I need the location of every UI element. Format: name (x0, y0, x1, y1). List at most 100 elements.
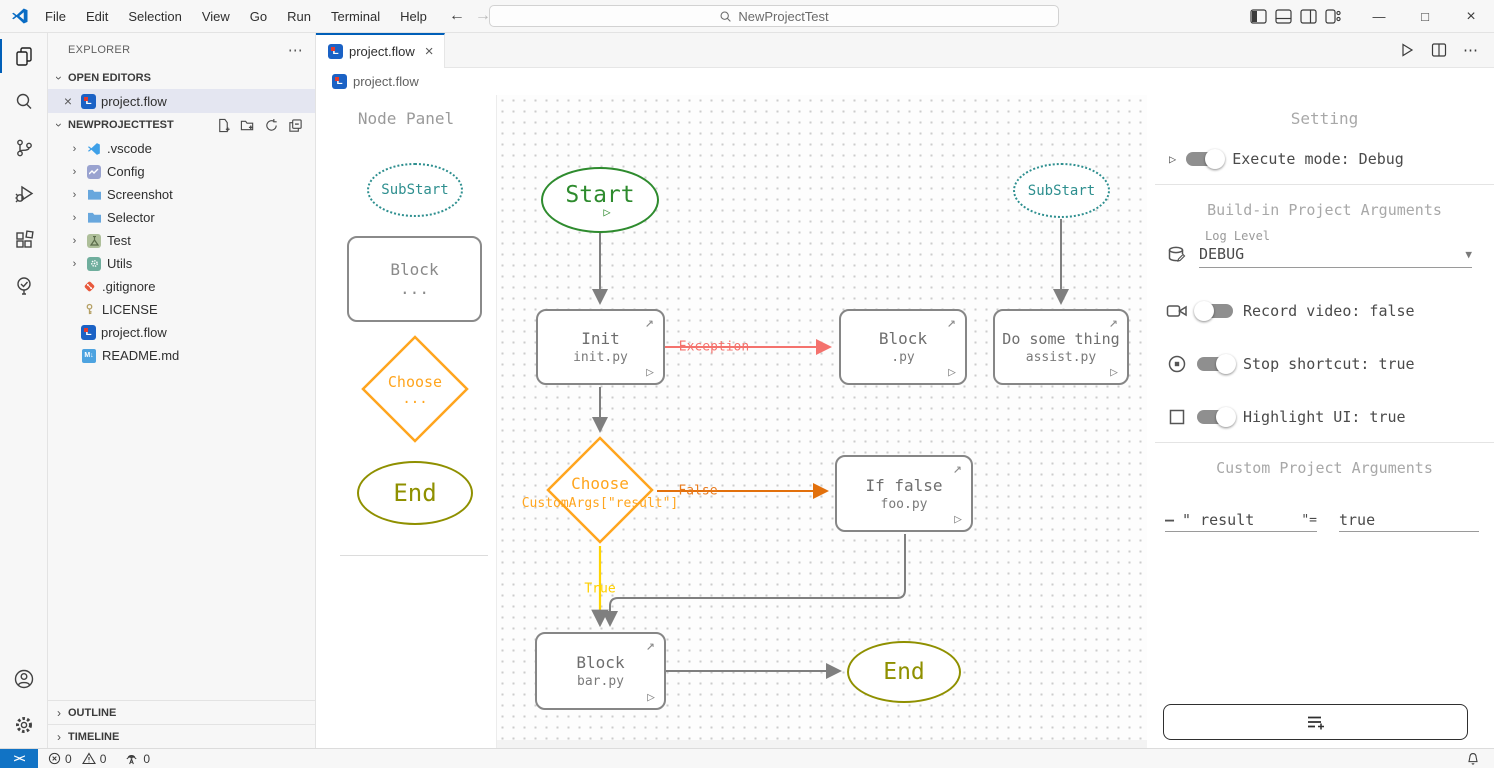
run-node-icon[interactable]: ▷ (646, 365, 654, 380)
command-search-input[interactable]: NewProjectTest (489, 5, 1059, 27)
arg-name-field[interactable]: — " result "= (1165, 511, 1317, 532)
tree-item-license[interactable]: LICENSE (48, 298, 315, 321)
palette-substart-node[interactable]: SubStart (367, 163, 463, 217)
back-icon[interactable]: ← (448, 7, 465, 24)
block-py-node[interactable]: ↗ Block .py ▷ (839, 309, 967, 385)
search-icon[interactable] (0, 79, 48, 125)
run-debug-icon[interactable] (0, 171, 48, 217)
run-node-icon[interactable]: ▷ (954, 512, 962, 527)
breadcrumb[interactable]: L project.flow (316, 68, 1494, 95)
choose-node[interactable]: Choose CustomArgs["result"] (522, 436, 678, 544)
tree-item-vscode[interactable]: › .vscode (48, 137, 315, 160)
open-editor-item[interactable]: × L project.flow (48, 89, 315, 113)
run-node-icon[interactable]: ▷ (1110, 365, 1118, 380)
palette-end-node[interactable]: End (357, 461, 473, 525)
remote-indicator[interactable]: >< (0, 748, 38, 768)
project-tree-icon[interactable] (0, 263, 48, 309)
chevron-down-icon: › (52, 123, 66, 127)
menu-edit[interactable]: Edit (85, 8, 109, 24)
explorer-title: EXPLORER (68, 44, 131, 56)
source-control-icon[interactable] (0, 125, 48, 171)
config-folder-icon (86, 164, 102, 180)
menu-terminal[interactable]: Terminal (331, 8, 381, 24)
run-node-icon[interactable]: ▷ (948, 365, 956, 380)
explorer-icon[interactable] (0, 33, 48, 79)
log-level-label: Log Level (1205, 229, 1271, 243)
expand-chevron-icon[interactable]: ▷ (1169, 152, 1177, 166)
tree-item-screenshot[interactable]: › Screenshot (48, 183, 315, 206)
remove-arg-icon[interactable]: — (1165, 511, 1175, 529)
highlight-ui-toggle[interactable] (1197, 407, 1236, 427)
palette-block-node[interactable]: Block ... (347, 236, 482, 322)
maximize-button[interactable]: □ (1421, 9, 1429, 24)
new-folder-icon[interactable] (240, 118, 255, 133)
tree-item-test[interactable]: › Test (48, 229, 315, 252)
tree-item-project-flow[interactable]: L project.flow (48, 321, 315, 344)
toggle-secondary-sidebar-icon[interactable] (1300, 9, 1317, 24)
open-file-icon[interactable]: ↗ (644, 313, 654, 331)
problems-indicator[interactable]: 0 0 (48, 752, 106, 766)
log-level-select[interactable]: DEBUG ▼ (1199, 245, 1472, 268)
record-video-toggle[interactable] (1194, 301, 1233, 321)
menu-view[interactable]: View (201, 8, 230, 24)
key-file-icon (81, 302, 97, 318)
edge-label-false: False (678, 483, 718, 499)
explorer-more-icon[interactable]: ⋯ (287, 42, 303, 59)
close-editor-icon[interactable]: × (63, 93, 73, 109)
menu-run[interactable]: Run (287, 8, 311, 24)
stop-shortcut-toggle[interactable] (1197, 354, 1236, 374)
tab-bar: L project.flow × ⋯ (316, 33, 1494, 68)
split-editor-icon[interactable] (1431, 42, 1447, 58)
toggle-panel-icon[interactable] (1275, 9, 1292, 24)
settings-gear-icon[interactable] (0, 702, 48, 748)
timeline-header[interactable]: › TIMELINE (48, 724, 315, 748)
collapse-all-icon[interactable] (288, 118, 303, 133)
run-node-icon[interactable]: ▷ (647, 690, 655, 705)
tree-item-config[interactable]: › Config (48, 160, 315, 183)
more-actions-icon[interactable]: ⋯ (1463, 42, 1478, 59)
tab-close-icon[interactable]: × (424, 43, 434, 60)
menu-selection[interactable]: Selection (128, 8, 182, 24)
project-root-header[interactable]: › NEWPROJECTTEST (48, 113, 315, 137)
block-bar-node[interactable]: ↗ Block bar.py ▷ (535, 632, 666, 710)
flow-canvas[interactable]: Start ▷ SubStart ↗ Init init.py ▷ ↗ Bloc… (497, 95, 1147, 740)
customize-layout-icon[interactable] (1325, 9, 1342, 24)
substart-node[interactable]: SubStart (1013, 163, 1110, 218)
execute-mode-toggle[interactable] (1186, 149, 1226, 169)
tree-item-gitignore[interactable]: .gitignore (48, 275, 315, 298)
tree-item-selector[interactable]: › Selector (48, 206, 315, 229)
palette-choose-node[interactable]: Choose ... (361, 335, 469, 443)
start-node[interactable]: Start ▷ (541, 167, 659, 233)
do-some-thing-node[interactable]: ↗ Do some thing assist.py ▷ (993, 309, 1129, 385)
open-file-icon[interactable]: ↗ (952, 459, 962, 477)
open-editors-header[interactable]: › OPEN EDITORS (52, 72, 151, 84)
arg-value-field[interactable]: true (1339, 511, 1479, 532)
open-file-icon[interactable]: ↗ (1108, 313, 1118, 331)
new-file-icon[interactable] (216, 118, 231, 133)
menu-go[interactable]: Go (249, 8, 268, 24)
ports-indicator[interactable]: 0 (124, 752, 150, 766)
end-node[interactable]: End (847, 641, 961, 703)
tree-item-readme[interactable]: M↓ README.md (48, 344, 315, 367)
run-flow-icon[interactable] (1399, 42, 1415, 58)
close-button[interactable]: × (1466, 7, 1476, 25)
init-node[interactable]: ↗ Init init.py ▷ (536, 309, 665, 385)
tab-project-flow[interactable]: L project.flow × (316, 33, 445, 68)
vscode-logo-icon (11, 7, 29, 25)
open-file-icon[interactable]: ↗ (645, 636, 655, 654)
accounts-icon[interactable] (0, 656, 48, 702)
refresh-icon[interactable] (264, 118, 279, 133)
minimize-button[interactable]: — (1372, 9, 1386, 24)
extensions-icon[interactable] (0, 217, 48, 263)
add-argument-button[interactable] (1163, 704, 1468, 740)
open-file-icon[interactable]: ↗ (946, 313, 956, 331)
menu-help[interactable]: Help (400, 8, 427, 24)
canvas-horizontal-scrollbar[interactable] (497, 740, 1147, 748)
if-false-node[interactable]: ↗ If false foo.py ▷ (835, 455, 973, 532)
error-icon (48, 752, 61, 765)
toggle-primary-sidebar-icon[interactable] (1250, 9, 1267, 24)
notifications-bell-icon[interactable] (1466, 752, 1480, 766)
tree-item-utils[interactable]: › Utils (48, 252, 315, 275)
outline-header[interactable]: › OUTLINE (48, 700, 315, 724)
menu-file[interactable]: File (45, 8, 66, 24)
